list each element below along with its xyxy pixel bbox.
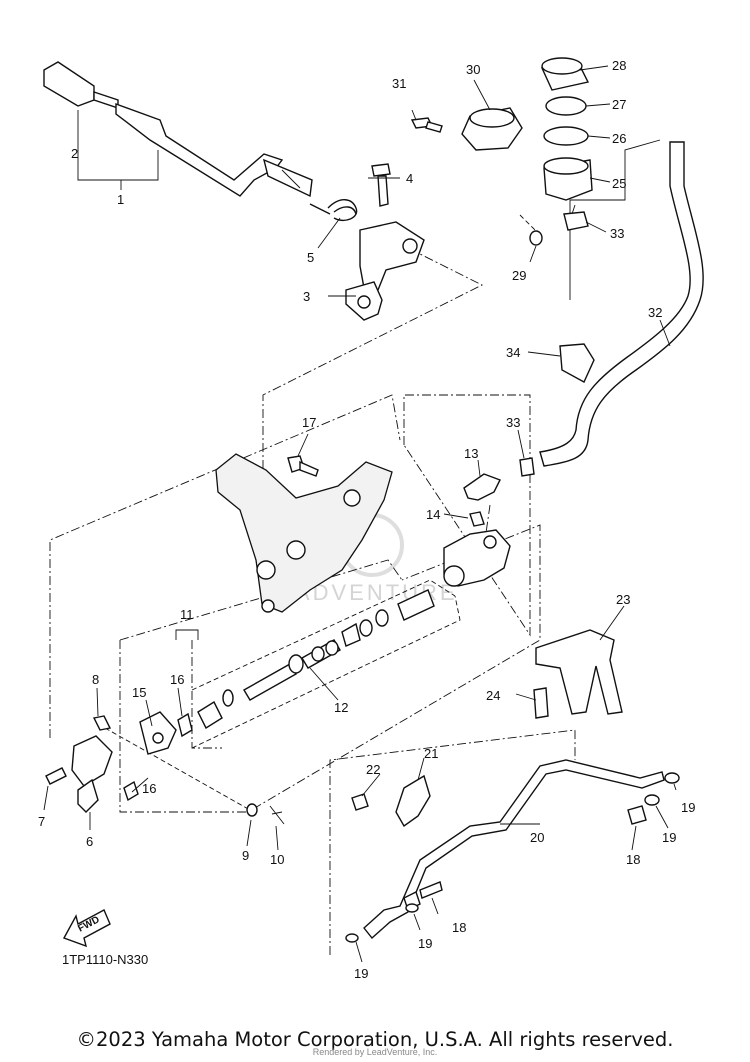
callout-33b: 33 [506,415,520,430]
pedal-bracket [345,221,425,321]
hose-guide-bracket [533,629,623,719]
brake-pedal [43,61,313,198]
callout-28: 28 [612,58,626,73]
hose-clamp-bracket [351,774,431,828]
callout-13: 13 [464,446,478,461]
return-spring [309,199,358,222]
callout-16b: 16 [142,781,156,796]
callout-6: 6 [86,834,93,849]
master-cylinder [443,473,511,587]
callout-labels: 1 2 3 4 5 6 7 8 9 10 11 12 13 14 15 16 1… [38,58,695,981]
reservoir-hose [519,141,704,477]
pivot-bolt [371,163,391,207]
callout-20: 20 [530,830,544,845]
callout-7: 7 [38,814,45,829]
callout-16a: 16 [170,672,184,687]
callout-22: 22 [366,762,380,777]
callout-25: 25 [612,176,626,191]
callout-1: 1 [117,192,124,207]
footrest-bracket [215,453,393,613]
callout-11: 11 [180,607,194,622]
callout-2: 2 [71,146,78,161]
callout-17: 17 [302,415,316,430]
callout-32: 32 [648,305,662,320]
callout-14: 14 [426,507,440,522]
callout-12: 12 [334,700,348,715]
callout-18b: 18 [452,920,466,935]
callout-31: 31 [392,76,406,91]
callout-27: 27 [612,97,626,112]
callout-33a: 33 [610,226,624,241]
fwd-arrow-icon: FWD [62,909,111,948]
callout-24: 24 [486,688,500,703]
callout-23: 23 [616,592,630,607]
diagram-code: 1TP1110-N330 [62,952,149,967]
callout-19a: 19 [681,800,695,815]
bracket-bolt [287,455,319,477]
callout-10: 10 [270,852,284,867]
callout-4: 4 [406,171,413,186]
callout-21: 21 [424,746,438,761]
brake-fluid-reservoir [410,57,593,246]
rendered-by-notice: Rendered by LeadVenture, Inc. [312,1047,438,1057]
callout-3: 3 [303,289,310,304]
callout-5: 5 [307,250,314,265]
callout-19c: 19 [418,936,432,951]
brake-hose [345,759,680,943]
push-rod-clevis [123,711,193,802]
callout-19b: 19 [662,830,676,845]
callout-29: 29 [512,268,526,283]
callout-26: 26 [612,131,626,146]
callout-8: 8 [92,672,99,687]
callout-30: 30 [466,62,480,77]
callout-15: 15 [132,685,146,700]
callout-9: 9 [242,848,249,863]
piston-kit [197,589,435,730]
callout-18a: 18 [626,852,640,867]
callout-19d: 19 [354,966,368,981]
pedal-end-assembly [45,715,113,813]
callout-34: 34 [506,345,520,360]
copyright-notice: ©2023 Yamaha Motor Corporation, U.S.A. A… [76,1028,674,1051]
callout-leaders [43,65,677,963]
washer-and-cotter-pin [246,803,285,825]
